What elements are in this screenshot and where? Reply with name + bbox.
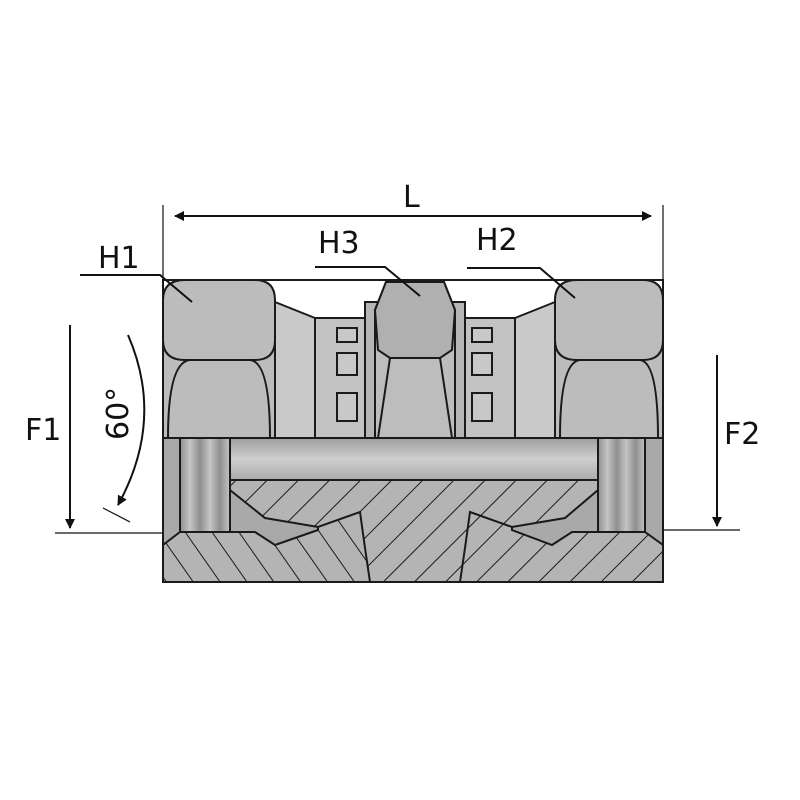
right-thread — [597, 437, 646, 534]
right-nut-edge — [559, 359, 659, 439]
ring-slots — [336, 327, 493, 422]
label-angle: 60° — [101, 387, 136, 440]
hex-edge — [377, 357, 391, 439]
left-nut-edge — [167, 359, 271, 439]
h2-leader — [467, 267, 576, 299]
outline — [162, 279, 664, 583]
left-thread — [179, 437, 231, 534]
label-f1: F1 — [25, 413, 61, 448]
hex-edge — [439, 357, 453, 439]
angle-arc — [117, 334, 146, 506]
angle-tick — [102, 507, 131, 523]
h1-leader — [80, 274, 193, 303]
label-h3: H3 — [318, 226, 360, 261]
label-h2: H2 — [476, 223, 518, 258]
label-f2: F2 — [724, 417, 760, 452]
label-l: L — [403, 180, 420, 215]
right-cone — [514, 298, 561, 439]
left-cone — [269, 298, 316, 439]
left-nut-edge — [162, 339, 276, 361]
right-nut-edge — [554, 339, 664, 361]
h3-leader — [315, 266, 421, 297]
fitting-upper-half — [162, 279, 664, 439]
bore — [229, 437, 599, 481]
label-h1: H1 — [98, 241, 140, 276]
fitting-section-half — [162, 279, 664, 583]
center-hex-face — [373, 281, 457, 359]
dimensions — [55, 205, 740, 534]
